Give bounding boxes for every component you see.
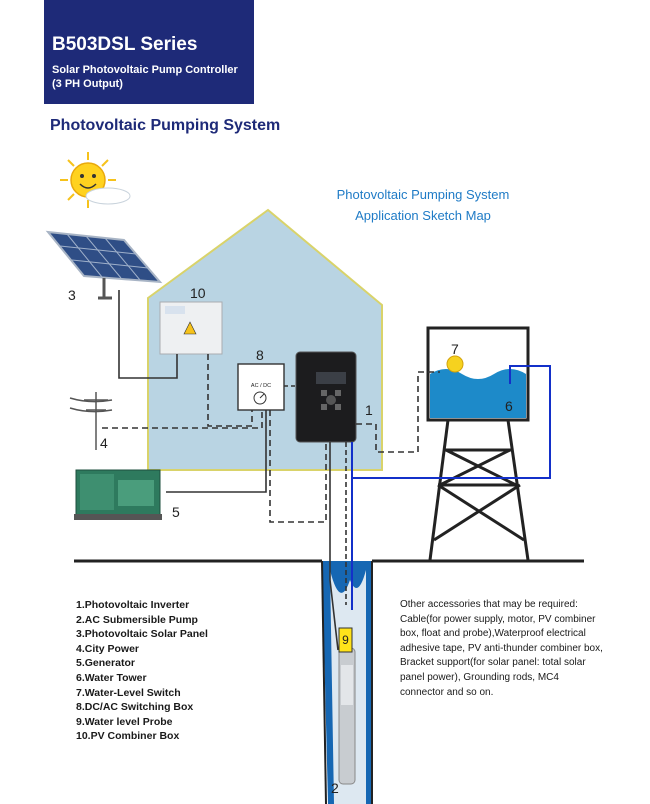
series-subtitle-line2: (3 PH Output) — [52, 78, 123, 90]
component-number-10: 10 — [190, 285, 206, 301]
section-title: Photovoltaic Pumping System — [50, 117, 281, 134]
legend-item: 5.Generator — [76, 657, 135, 670]
component-number-1: 1 — [365, 402, 373, 418]
water-level-probe-icon — [338, 627, 353, 653]
ac-dc-label: AC / DC — [251, 383, 271, 389]
series-title: B503DSL Series — [52, 34, 198, 55]
water-tower-icon — [426, 326, 530, 561]
sketch-title-line1: Photovoltaic Pumping System — [336, 187, 510, 202]
component-number-7: 7 — [451, 341, 459, 357]
legend-item: 3.Photovoltaic Solar Panel — [76, 628, 208, 641]
inverter-icon — [295, 351, 357, 443]
submersible-pump-icon — [338, 647, 356, 785]
accessories-note: Other accessories that may be required: … — [400, 599, 603, 698]
switching-box-icon: AC / DC — [237, 363, 285, 411]
component-number-8: 8 — [256, 347, 264, 363]
component-number-2: 2 — [331, 780, 339, 796]
component-number-4: 4 — [100, 435, 108, 451]
legend-item: 10.PV Combiner Box — [76, 730, 180, 743]
component-number-5: 5 — [172, 504, 180, 520]
generator-icon — [74, 469, 162, 520]
wiring — [102, 290, 440, 651]
legend-item: 6.Water Tower — [76, 671, 147, 684]
component-number-3: 3 — [68, 287, 76, 303]
sun-icon — [60, 152, 131, 208]
legend-item: 1.Photovoltaic Inverter — [76, 599, 190, 611]
series-header: B503DSL Series Solar Photovoltaic Pump C… — [44, 0, 254, 104]
solar-panel-icon — [45, 230, 163, 300]
city-power-icon — [69, 392, 113, 450]
legend-item: 2.AC Submersible Pump — [76, 613, 198, 626]
component-number-6: 6 — [505, 398, 513, 414]
series-subtitle-line1: Solar Photovoltaic Pump Controller — [52, 64, 238, 76]
series-subtitle: Solar Photovoltaic Pump Controller (3 PH… — [52, 63, 238, 91]
water-pipe — [351, 365, 551, 479]
legend-item: 4.City Power — [76, 642, 140, 655]
legend-item: 9.Water level Probe — [76, 715, 173, 728]
sketch-title-line2: Application Sketch Map — [355, 208, 491, 223]
pv-combiner-box-icon — [159, 301, 223, 355]
probe-number: 9 — [342, 633, 349, 647]
sketch-title: Photovoltaic Pumping System Application … — [318, 184, 528, 226]
component-legend: 1.Photovoltaic Inverter 2.AC Submersible… — [76, 598, 208, 744]
legend-item: 8.DC/AC Switching Box — [76, 701, 194, 714]
legend-item: 7.Water-Level Switch — [76, 686, 181, 699]
